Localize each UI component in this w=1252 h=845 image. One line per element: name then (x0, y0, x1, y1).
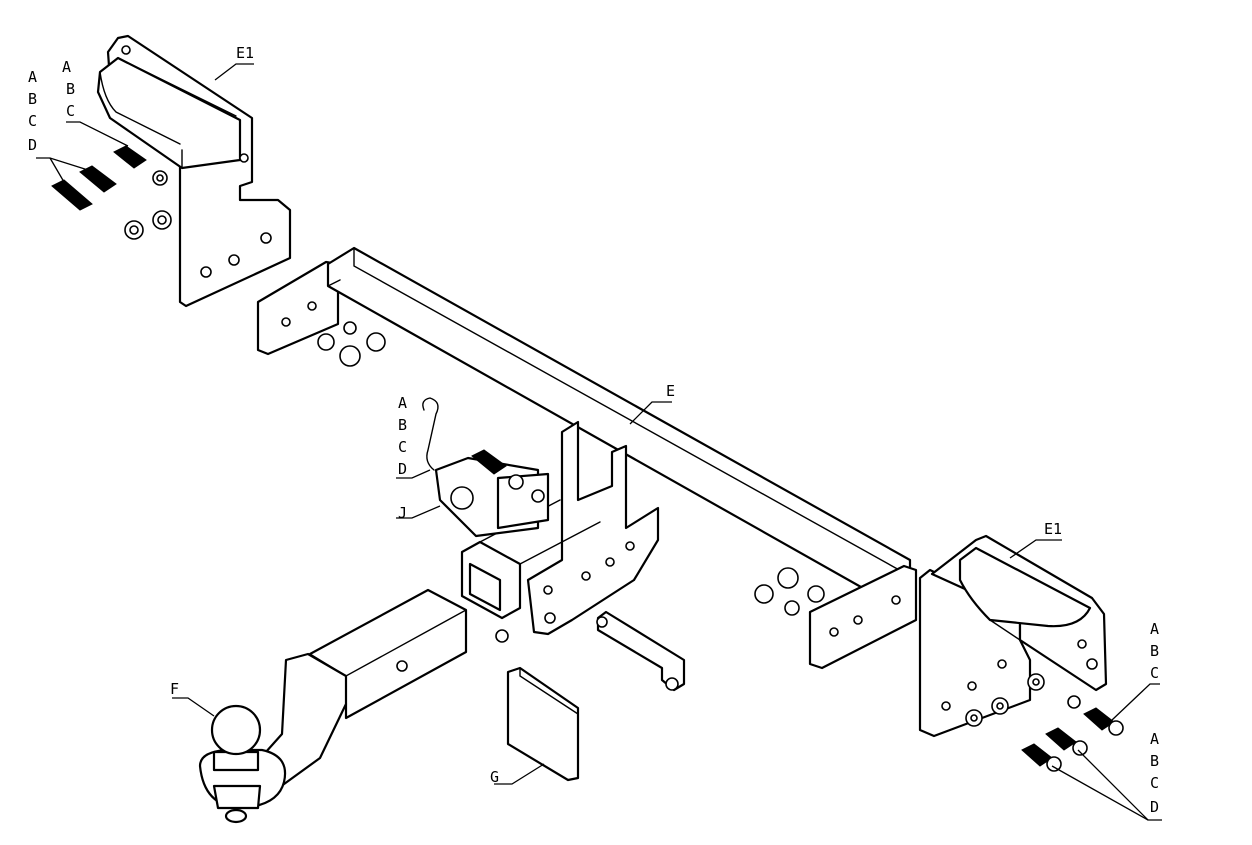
label-c-right: C (1150, 664, 1159, 682)
right-bar-nuts (754, 567, 825, 616)
label-d-center: D (398, 460, 407, 478)
label-b-center: B (398, 416, 407, 434)
label-e: E (666, 382, 675, 400)
label-d-left: D (28, 136, 37, 154)
label-b-left: B (28, 90, 37, 108)
hitch-mount-bracket (460, 420, 660, 643)
cross-bar-e (256, 246, 918, 670)
label-f: F (170, 680, 179, 698)
label-g: G (490, 768, 499, 786)
pin-plate-j (422, 397, 550, 538)
label-a-left: A (28, 68, 37, 86)
label-a-right: A (1150, 620, 1159, 638)
bracket-e1-right (918, 534, 1108, 738)
label-e1-right: E1 (1044, 520, 1062, 538)
label-a-bottom-right: A (1150, 730, 1159, 748)
leader-lines (36, 63, 1162, 821)
hitch-pin (596, 610, 686, 692)
cover-plate-g (506, 666, 580, 782)
label-b-bottom-right: B (1150, 752, 1159, 770)
label-c-top-left: C (66, 102, 75, 120)
label-b-top-left: B (66, 80, 75, 98)
label-c-left: C (28, 112, 37, 130)
label-a-top-left: A (62, 58, 71, 76)
label-j: J (398, 504, 407, 522)
bracket-e1-left (96, 34, 292, 308)
label-d-bottom-right: D (1150, 798, 1159, 816)
drawbar-ball-f (198, 588, 468, 824)
left-bolts (51, 145, 172, 240)
right-bolts (1021, 695, 1124, 772)
labels: E1 A B C A B C D E A B C D J E1 A B C A … (28, 44, 1159, 816)
label-c-center: C (398, 438, 407, 456)
label-e1-left: E1 (236, 44, 254, 62)
label-c-bottom-right: C (1150, 774, 1159, 792)
left-bar-nuts (317, 321, 386, 367)
label-b-right: B (1150, 642, 1159, 660)
label-a-center: A (398, 394, 407, 412)
